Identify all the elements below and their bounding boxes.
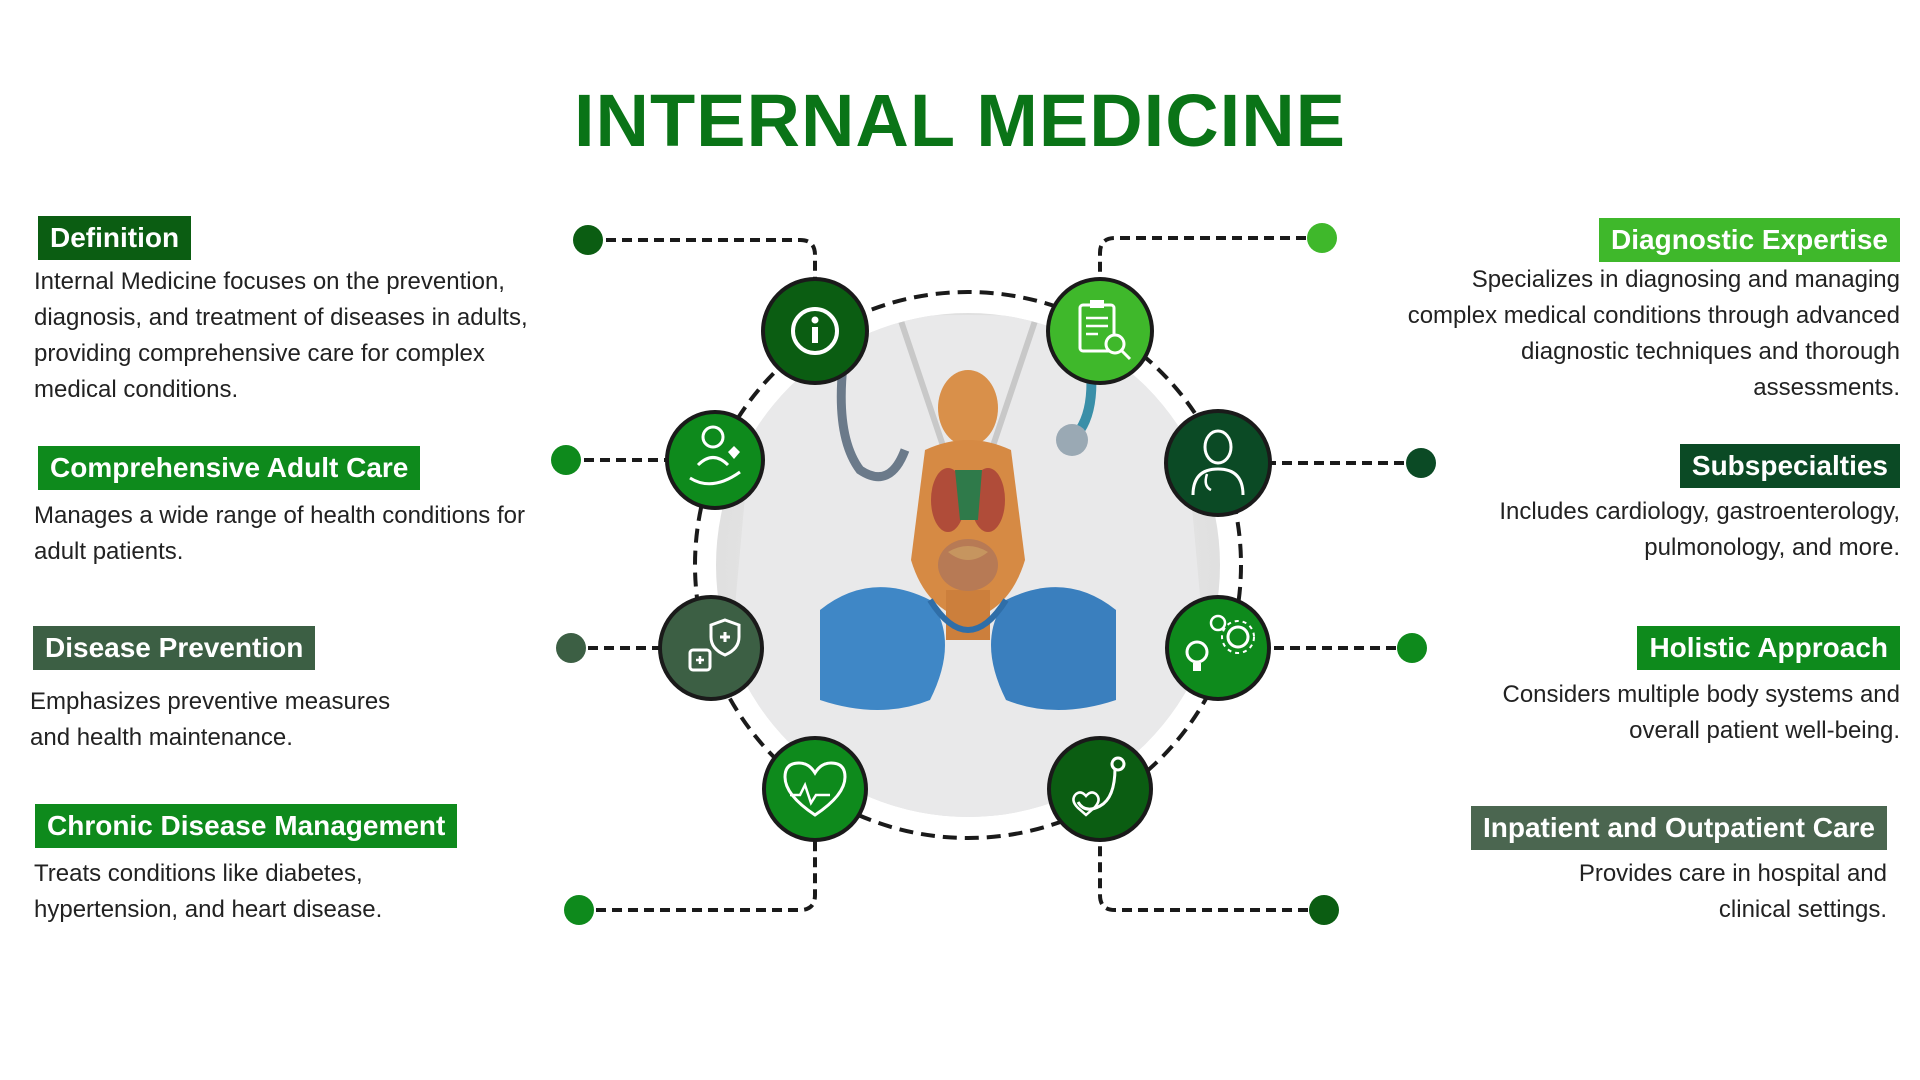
desc-definition: Internal Medicine focuses on the prevent… xyxy=(34,268,528,403)
desc-disease-prevention: Emphasizes preventive measures and healt… xyxy=(30,688,391,751)
connector-inpatient-outpatient-care xyxy=(1098,840,1324,912)
connector-diagnostic-expertise xyxy=(1098,236,1322,283)
desc-holistic-approach: Considers multiple body systems and over… xyxy=(1502,681,1900,744)
endpoint-dot-inpatient-outpatient-care xyxy=(1309,895,1339,925)
endpoint-dot-holistic-approach xyxy=(1397,633,1427,663)
page-title: INTERNAL MEDICINE xyxy=(573,79,1347,162)
label-inpatient-outpatient-care: Inpatient and Outpatient Care xyxy=(1470,806,1887,850)
label-subspecialties: Subspecialties xyxy=(1679,444,1900,488)
label-diagnostic-expertise: Diagnostic Expertise xyxy=(1599,218,1900,262)
prevention-shield-icon xyxy=(658,595,764,701)
desc-chronic-disease-management: Treats conditions like diabetes, hyperte… xyxy=(34,860,383,923)
desc-diagnostic-expertise: Specializes in diagnosing and managing c… xyxy=(1407,266,1900,401)
endpoint-dot-disease-prevention xyxy=(556,633,586,663)
center-photo xyxy=(716,313,1220,817)
desc-subspecialties: Includes cardiology, gastroenterology, p… xyxy=(1499,498,1900,561)
outer-dashed-ring xyxy=(693,290,1243,840)
connector-chronic-disease-management xyxy=(580,840,817,912)
doctor-icon xyxy=(1164,409,1272,517)
endpoint-dot-definition xyxy=(573,225,603,255)
clipboard-magnifier-icon xyxy=(1046,277,1154,385)
desc-inpatient-outpatient-care: Provides care in hospital and clinical s… xyxy=(1578,860,1887,923)
label-comprehensive-adult-care: Comprehensive Adult Care xyxy=(38,446,421,490)
label-chronic-disease-management: Chronic Disease Management xyxy=(35,804,458,848)
gears-bulb-icon xyxy=(1165,595,1271,701)
info-icon xyxy=(761,277,869,385)
endpoint-dot-chronic-disease-management xyxy=(564,895,594,925)
label-disease-prevention: Disease Prevention xyxy=(33,626,316,670)
label-holistic-approach: Holistic Approach xyxy=(1637,626,1900,670)
desc-comprehensive-adult-care: Manages a wide range of health condition… xyxy=(34,502,525,565)
heart-icon xyxy=(762,736,868,842)
endpoint-dot-comprehensive-adult-care xyxy=(551,445,581,475)
label-definition: Definition xyxy=(38,216,192,260)
stethoscope-icon xyxy=(1047,736,1153,842)
endpoint-dot-diagnostic-expertise xyxy=(1307,223,1337,253)
connector-definition xyxy=(590,238,817,285)
patient-care-icon xyxy=(665,410,765,510)
endpoint-dot-subspecialties xyxy=(1406,448,1436,478)
